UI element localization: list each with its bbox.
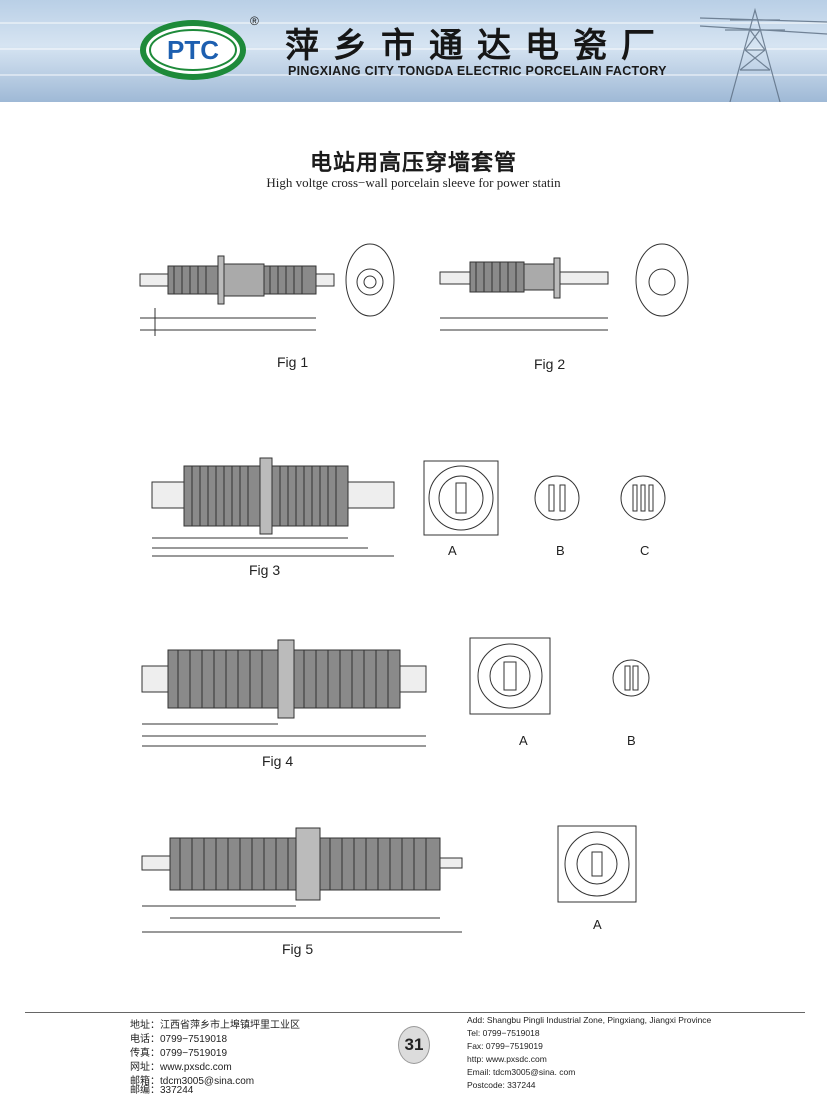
- footer-fax-cn: 传真：0799−7519019: [130, 1048, 228, 1059]
- fig5-sub-a: A: [593, 917, 602, 932]
- fig3-sub-a: A: [448, 543, 457, 558]
- fig1-label: Fig 1: [277, 354, 309, 370]
- fig4-view-b: [612, 659, 650, 697]
- footer-email-cn: 邮箱：tdcm3005@sina.com: [130, 1076, 255, 1087]
- fig2-drawing: [439, 243, 689, 331]
- fig3-sub-c: C: [640, 543, 650, 558]
- footer-tel-en: Tel: 0799−7519018: [467, 1028, 540, 1038]
- fig3-drawing: [151, 457, 395, 557]
- fig3-view-c: [620, 475, 666, 521]
- fig4-sub-a: A: [519, 733, 528, 748]
- footer-postcode-cn: 邮编：337244: [130, 1085, 194, 1096]
- fig3-view-a: [423, 460, 499, 536]
- page-title-cn: 电站用高压穿墙套管: [309, 151, 517, 176]
- fig3-sub-b: B: [556, 543, 565, 558]
- fig1-drawing: [139, 243, 395, 336]
- fig5-view-a: [557, 825, 637, 903]
- fig4-label: Fig 4: [262, 753, 294, 769]
- footer-address-en: Add: Shangbu Pingli Industrial Zone, Pin…: [467, 1015, 712, 1025]
- fig3-label: Fig 3: [249, 562, 281, 578]
- header-banner: PTC ® 萍乡市通达电瓷厂 PINGXIANG CITY TONGDA ELE…: [0, 0, 827, 102]
- page-number: 31: [398, 1026, 430, 1064]
- page-title-en: High voltge cross−wall porcelain sleeve …: [266, 175, 561, 190]
- footer-divider: [25, 1012, 805, 1013]
- ptc-logo: PTC: [140, 20, 246, 80]
- fig2-label: Fig 2: [534, 356, 566, 372]
- footer-web-en: http: www.pxsdc.com: [467, 1054, 547, 1064]
- footer-tel-cn: 电话：0799−7519018: [130, 1034, 228, 1045]
- fig3-view-b: [534, 475, 580, 521]
- transmission-tower-icon: [700, 7, 827, 102]
- footer-address-cn: 地址：江西省萍乡市上埠镇坪里工业区: [130, 1020, 300, 1031]
- footer-postcode-en: Postcode: 337244: [467, 1080, 536, 1090]
- footer-web-cn: 网址：www.pxsdc.com: [130, 1062, 232, 1073]
- footer-email-en: Email: tdcm3005@sina. com: [467, 1067, 576, 1077]
- logo-text: PTC: [167, 35, 219, 65]
- fig5-drawing: [141, 827, 463, 933]
- fig4-sub-b: B: [627, 733, 636, 748]
- fig4-view-a: [469, 637, 551, 715]
- company-name-cn: 萍乡市通达电瓷厂: [285, 26, 669, 66]
- registered-mark: ®: [250, 14, 259, 28]
- company-name-en: PINGXIANG CITY TONGDA ELECTRIC PORCELAIN…: [288, 64, 667, 78]
- fig5-label: Fig 5: [282, 941, 314, 957]
- fig4-drawing: [141, 639, 427, 747]
- footer-fax-en: Fax: 0799−7519019: [467, 1041, 543, 1051]
